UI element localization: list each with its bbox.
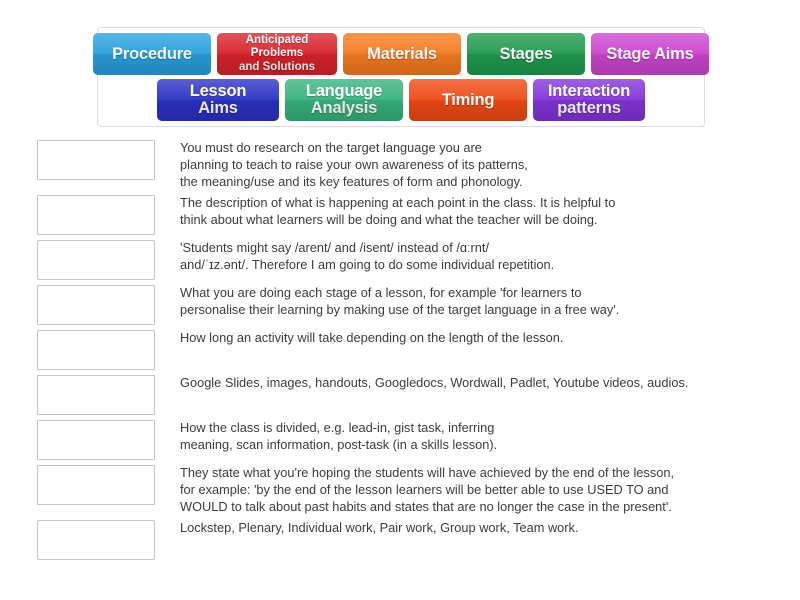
match-row: How the class is divided, e.g. lead-in, … [0,418,800,460]
drop-zone[interactable] [37,285,155,325]
match-row: They state what you're hoping the studen… [0,463,800,515]
word-tile-stage-aims[interactable]: Stage Aims [591,33,709,75]
word-tile-lesson-aims[interactable]: Lesson Aims [157,79,279,121]
definition-text: They state what you're hoping the studen… [180,465,675,514]
definition-text: Lockstep, Plenary, Individual work, Pair… [180,520,579,535]
word-tile-interaction-patterns[interactable]: Interaction patterns [533,79,645,121]
definition-text: What you are doing each stage of a lesso… [180,285,620,317]
drop-zone[interactable] [37,465,155,505]
match-row: Lockstep, Plenary, Individual work, Pair… [0,518,800,560]
word-tile-timing[interactable]: Timing [409,79,527,121]
match-row: How long an activity will take depending… [0,328,800,370]
drop-zone[interactable] [37,240,155,280]
match-row: 'Students might say /arent/ and /isent/ … [0,238,800,280]
definition-text: You must do research on the target langu… [180,140,528,189]
drop-zone[interactable] [37,375,155,415]
match-row: You must do research on the target langu… [0,138,800,190]
word-tile-procedure[interactable]: Procedure [93,33,211,75]
definition-text: 'Students might say /arent/ and /isent/ … [180,240,555,272]
definition-text: Google Slides, images, handouts, Googled… [180,375,689,390]
definition-text: How the class is divided, e.g. lead-in, … [180,420,498,452]
match-row: Google Slides, images, handouts, Googled… [0,373,800,415]
drop-zone[interactable] [37,520,155,560]
drop-zone[interactable] [37,140,155,180]
definition-text: How long an activity will take depending… [180,330,564,345]
match-row: What you are doing each stage of a lesso… [0,283,800,325]
word-tile-language-analysis[interactable]: Language Analysis [285,79,403,121]
word-tile-materials[interactable]: Materials [343,33,461,75]
drop-zone[interactable] [37,195,155,235]
word-tile-anticipated-problems-and-solutions[interactable]: Anticipated Problems and Solutions [217,33,337,75]
definition-text: The description of what is happening at … [180,195,616,227]
match-rows-list: You must do research on the target langu… [0,138,800,563]
match-row: The description of what is happening at … [0,193,800,235]
drop-zone[interactable] [37,420,155,460]
drop-zone[interactable] [37,330,155,370]
word-tile-stages[interactable]: Stages [467,33,585,75]
